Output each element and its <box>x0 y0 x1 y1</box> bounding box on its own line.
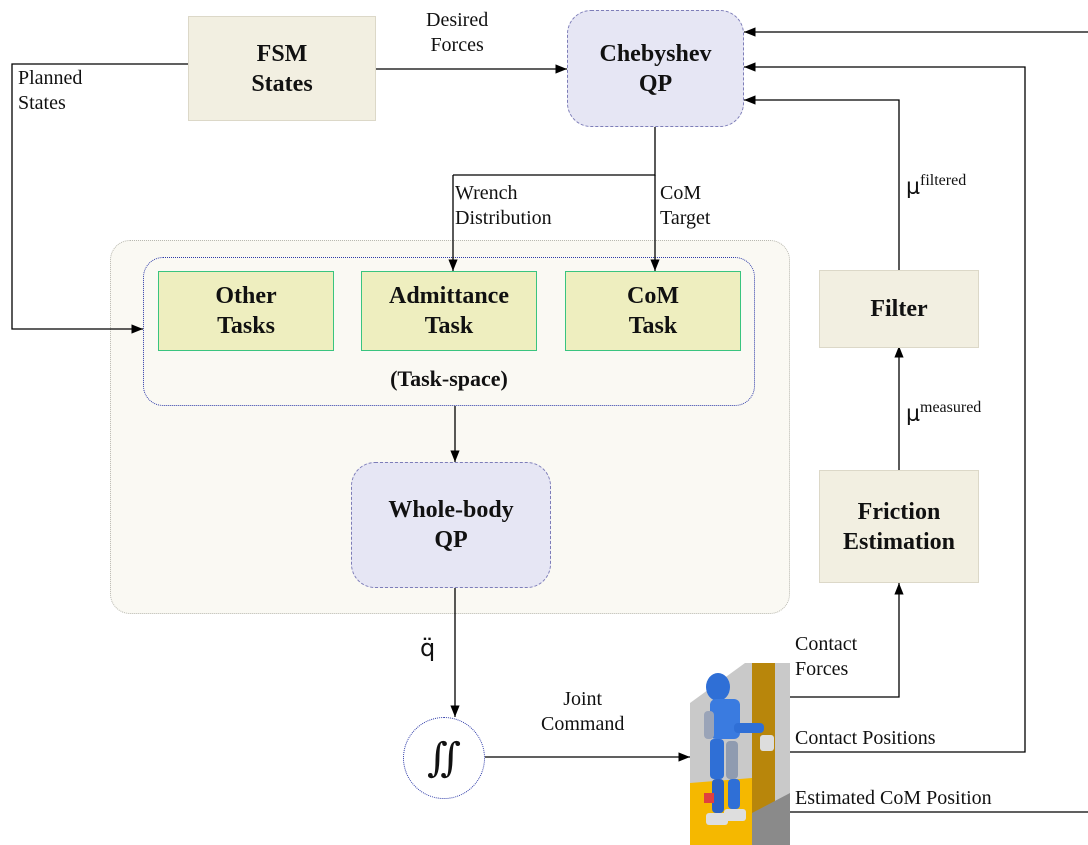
whole-body-qp-block: Whole-body QP <box>351 462 551 588</box>
mu-filtered-arrow <box>744 95 900 270</box>
contact-forces-arrow <box>790 583 904 698</box>
humanoid-robot-icon <box>690 663 790 845</box>
estimated-com-label: Estimated CoM Position <box>795 787 992 809</box>
task-space-label: (Task-space) <box>390 366 508 391</box>
chebyshev-qp-block: Chebyshev QP <box>567 10 744 127</box>
filter-block: Filter <box>819 270 979 348</box>
other-tasks-block: Other Tasks <box>158 271 334 351</box>
wrench-distribution-label: Wrench Distribution <box>455 182 552 229</box>
robot-illustration <box>690 663 790 845</box>
integral-symbol: ∬ <box>426 735 462 781</box>
joint-command-label: Joint Command <box>541 688 625 735</box>
task-space-group <box>143 257 755 406</box>
com-target-label: CoM Target <box>660 182 711 229</box>
qddot-label: q̈ <box>420 634 436 662</box>
admittance-task-block: Admittance Task <box>361 271 537 351</box>
chebyshev-output-line <box>453 127 656 176</box>
mu-measured-symbol: μ <box>906 401 920 427</box>
double-integrator: ∬ <box>403 717 485 799</box>
mu-measured-superscript: measured <box>920 399 982 416</box>
contact-positions-arrow <box>744 62 1026 753</box>
mu-filtered-label: μfiltered <box>906 168 966 199</box>
desired-forces-label: Desired Forces <box>426 9 489 56</box>
contact-forces-label: Contact Forces <box>795 633 858 680</box>
mu-filtered-symbol: μ <box>906 174 920 200</box>
planned-states-arrow <box>11 63 188 334</box>
planned-states-label: Planned States <box>18 67 83 114</box>
mu-measured-label: μmeasured <box>906 395 981 426</box>
fsm-states-block: FSM States <box>188 16 376 121</box>
friction-estimation-block: Friction Estimation <box>819 470 979 583</box>
com-task-block: CoM Task <box>565 271 741 351</box>
mu-filtered-superscript: filtered <box>920 172 967 189</box>
contact-positions-label: Contact Positions <box>795 727 936 749</box>
